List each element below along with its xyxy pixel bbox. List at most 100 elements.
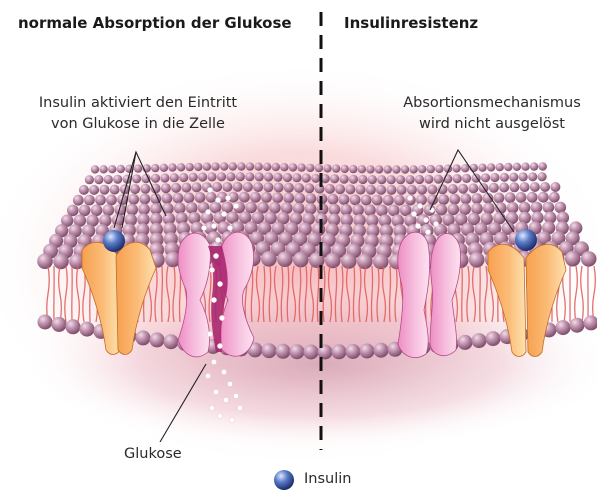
lipid-head bbox=[483, 203, 495, 215]
lipid-head bbox=[150, 332, 165, 347]
lipid-head bbox=[392, 165, 400, 173]
lipid-head bbox=[394, 195, 405, 206]
lipid-head bbox=[66, 319, 81, 334]
lipid-head bbox=[162, 193, 173, 204]
lipid-head bbox=[67, 205, 79, 217]
lipid-head bbox=[255, 172, 264, 181]
lipid-tail bbox=[462, 266, 463, 322]
lipid-head bbox=[543, 202, 555, 214]
lipid-head bbox=[469, 252, 485, 268]
glucose-dot bbox=[237, 405, 242, 410]
lipid-head bbox=[366, 165, 374, 173]
lipid-head bbox=[366, 185, 376, 195]
glucose-dot bbox=[215, 197, 220, 202]
lipid-head bbox=[415, 175, 424, 184]
lipid-head bbox=[540, 182, 550, 192]
lipid-head bbox=[350, 194, 361, 205]
lipid-head bbox=[52, 317, 67, 332]
lipid-head bbox=[274, 183, 284, 193]
lipid-head bbox=[139, 194, 150, 205]
lipid-head bbox=[349, 175, 358, 184]
lipid-head bbox=[233, 182, 243, 192]
lipid-head bbox=[487, 163, 495, 171]
glucose-dot bbox=[227, 225, 232, 230]
glucose-dot bbox=[213, 389, 218, 394]
label-insulin-activates: Insulin aktiviert den Eintritt von Gluko… bbox=[22, 93, 254, 135]
lipid-head bbox=[349, 165, 357, 173]
lipid-head bbox=[243, 182, 253, 192]
lipid-head bbox=[384, 165, 392, 173]
lipid-head bbox=[94, 175, 103, 184]
lipid-head bbox=[217, 172, 226, 181]
lipid-head bbox=[164, 334, 179, 349]
lipid-head bbox=[283, 173, 292, 182]
lipid-head bbox=[417, 185, 427, 195]
lipid-head bbox=[212, 182, 222, 192]
lipid-head bbox=[462, 174, 471, 183]
lipid-head bbox=[106, 195, 117, 206]
lipid-head bbox=[73, 195, 84, 206]
lipid-head bbox=[481, 173, 490, 182]
lipid-head bbox=[294, 183, 304, 193]
lipid-head bbox=[356, 185, 366, 195]
glucose-dot bbox=[417, 203, 422, 208]
lipid-head bbox=[509, 173, 518, 182]
lipid-head bbox=[424, 175, 433, 184]
lipid-head bbox=[151, 174, 160, 183]
lipid-head bbox=[128, 194, 139, 205]
lipid-head bbox=[80, 322, 95, 337]
lipid-head bbox=[186, 202, 198, 214]
label-insulin-activates-line2: von Glukose in die Zelle bbox=[22, 114, 254, 135]
lipid-head bbox=[192, 182, 202, 192]
insulin-molecule-left bbox=[103, 230, 125, 252]
lipid-head bbox=[368, 175, 377, 184]
lipid-head bbox=[452, 164, 460, 172]
lipid-head bbox=[206, 192, 217, 203]
lipid-head bbox=[550, 182, 560, 192]
lipid-head bbox=[160, 164, 168, 172]
lipid-head bbox=[352, 204, 364, 216]
lipid-head bbox=[203, 163, 211, 171]
lipid-head bbox=[435, 165, 443, 173]
lipid-head bbox=[448, 204, 460, 216]
glucose-dot bbox=[229, 417, 234, 422]
glucose-dot bbox=[217, 343, 222, 348]
lipid-head bbox=[459, 203, 471, 215]
lipid-head bbox=[328, 194, 339, 205]
lipid-head bbox=[471, 203, 483, 215]
lipid-head bbox=[294, 193, 305, 204]
lipid-head bbox=[516, 192, 527, 203]
lipid-head bbox=[570, 318, 585, 333]
lipid-head bbox=[427, 185, 437, 195]
lipid-head bbox=[117, 165, 125, 173]
glucose-dot bbox=[223, 397, 228, 402]
glucose-dot bbox=[209, 405, 214, 410]
label-mechanism-line1: Absortionsmechanismus bbox=[388, 93, 596, 114]
glucose-dot bbox=[213, 253, 218, 258]
lipid-head bbox=[407, 185, 417, 195]
lipid-head bbox=[358, 175, 367, 184]
lipid-head bbox=[364, 204, 376, 216]
lipid-head bbox=[436, 204, 448, 216]
lipid-head bbox=[418, 165, 426, 173]
lipid-head bbox=[341, 165, 349, 173]
lipid-head bbox=[168, 163, 176, 171]
lipid-head bbox=[237, 162, 245, 170]
lipid-head bbox=[272, 163, 280, 171]
lipid-head bbox=[91, 165, 99, 173]
lipid-head bbox=[184, 192, 195, 203]
glucose-dot bbox=[205, 373, 210, 378]
lipid-head bbox=[372, 195, 383, 206]
lipid-head bbox=[315, 164, 323, 172]
lipid-head bbox=[179, 173, 188, 182]
lipid-head bbox=[245, 172, 254, 181]
lipid-head bbox=[89, 185, 99, 195]
lipid-head bbox=[530, 162, 538, 170]
lipid-head bbox=[130, 184, 140, 194]
lipid-head bbox=[226, 172, 235, 181]
lipid-head bbox=[539, 162, 547, 170]
lipid-head bbox=[306, 164, 314, 172]
lipid-head bbox=[472, 333, 487, 348]
lipid-head bbox=[293, 252, 309, 268]
